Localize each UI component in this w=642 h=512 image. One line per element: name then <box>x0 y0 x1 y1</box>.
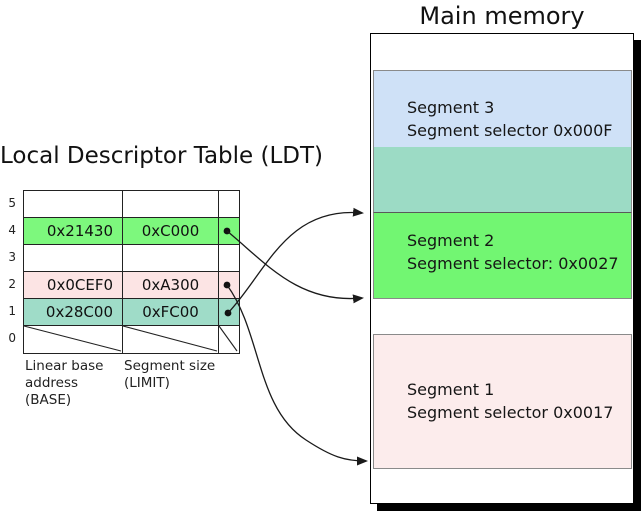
ldt-cell-base-3 <box>24 245 123 272</box>
ldt-cell-base-1: 0x28C00 <box>24 299 123 326</box>
ldt-cell-base-2: 0x0CEF0 <box>24 272 123 299</box>
segment-2-block: Segment 2 Segment selector: 0x0027 <box>373 212 632 299</box>
base-column-label-line2: address <box>25 375 79 391</box>
arrow-row4-to-segment2-icon <box>226 230 364 304</box>
ldt-title: Local Descriptor Table (LDT) <box>0 143 324 169</box>
ldt-cell-base-4: 0x21430 <box>24 218 123 245</box>
ldt-cell-limit-2: 0xA300 <box>123 272 219 299</box>
segment-3-selector: Segment selector 0x000F <box>407 121 613 140</box>
ldt-row-index-4: 4 <box>8 223 16 237</box>
ldt-cell-limit-5 <box>123 191 219 218</box>
limit-column-label-line2: (LIMIT) <box>124 375 170 391</box>
ldt-cell-base-0 <box>24 326 123 353</box>
segment-1-block: Segment 1 Segment selector 0x0017 <box>373 334 632 469</box>
ldt-cell-limit-1: 0xFC00 <box>123 299 219 326</box>
ldt-row-index-3: 3 <box>8 250 16 264</box>
ldt-row-index-2: 2 <box>8 277 16 291</box>
ldt-cell-limit-0 <box>123 326 219 353</box>
ldt-cell-ptr-4 <box>219 218 239 245</box>
ldt-cell-ptr-2 <box>219 272 239 299</box>
base-column-label-line1: Linear base <box>25 358 104 374</box>
segment-3-name: Segment 3 <box>407 98 495 117</box>
base-column-label-line3: (BASE) <box>25 392 72 408</box>
ldt-row-index-5: 5 <box>8 196 16 210</box>
ldt-cell-base-5 <box>24 191 123 218</box>
ldt-cell-limit-3 <box>123 245 219 272</box>
segment-2-name: Segment 2 <box>407 231 495 250</box>
ldt-cell-limit-4: 0xC000 <box>123 218 219 245</box>
arrow-row1-to-segment3-icon <box>227 207 364 314</box>
arrow-row2-to-segment1-icon <box>226 284 368 466</box>
segment-2-selector: Segment selector: 0x0027 <box>407 254 619 273</box>
main-memory-title: Main memory <box>419 2 585 30</box>
segment-1-selector: Segment selector 0x0017 <box>407 403 614 422</box>
ldt-row-index-1: 1 <box>8 304 16 318</box>
limit-column-label: Segment size (LIMIT) <box>124 358 215 392</box>
ldt-table: 0x21430 0xC000 0x0CEF0 0xA300 0x28C00 0x… <box>23 190 240 354</box>
segment-overlap-block <box>373 147 632 213</box>
ldt-cell-ptr-1 <box>219 299 239 326</box>
ldt-cell-ptr-5 <box>219 191 239 218</box>
base-column-label: Linear base address (BASE) <box>25 358 103 409</box>
ldt-cell-ptr-3 <box>219 245 239 272</box>
ldt-cell-ptr-0 <box>219 326 239 353</box>
limit-column-label-line1: Segment size <box>124 358 216 374</box>
segment-3-block: Segment 3 Segment selector 0x000F <box>373 70 632 148</box>
main-memory-box: Segment 3 Segment selector 0x000F Segmen… <box>370 33 634 504</box>
segment-1-name: Segment 1 <box>407 380 495 399</box>
ldt-row-index-0: 0 <box>8 331 16 345</box>
